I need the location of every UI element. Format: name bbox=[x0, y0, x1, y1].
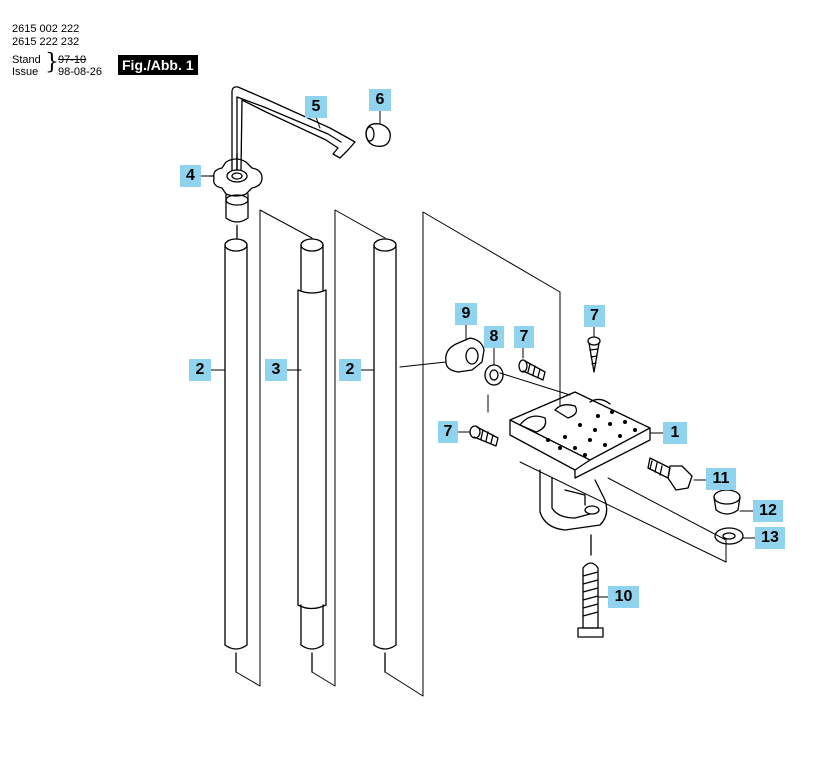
assembly-reference-lines bbox=[235, 209, 727, 697]
callout-part-3: 3 bbox=[265, 359, 287, 381]
tube-part-2-left bbox=[224, 238, 248, 673]
callout-part-12: 12 bbox=[753, 500, 783, 522]
callout-part-7-b: 7 bbox=[584, 305, 605, 327]
screw-part-7-c bbox=[469, 425, 499, 447]
callout-part-5: 5 bbox=[305, 96, 327, 118]
callout-part-8: 8 bbox=[484, 326, 504, 348]
old-date: 97-10 bbox=[58, 54, 87, 66]
callout-leaders bbox=[200, 109, 756, 598]
callout-part-4: 4 bbox=[180, 165, 201, 187]
part-number-2: 2615 222 232 bbox=[12, 36, 80, 48]
callout-part-9: 9 bbox=[455, 303, 477, 325]
star-knob-part-4 bbox=[209, 153, 263, 239]
figure-label: Fig./Abb. 1 bbox=[118, 55, 198, 75]
stand-label: Stand bbox=[12, 54, 41, 66]
callout-part-1: 1 bbox=[663, 422, 687, 444]
callout-part-11: 11 bbox=[706, 468, 736, 490]
callout-part-2-left: 2 bbox=[189, 359, 211, 381]
bolt-part-10 bbox=[577, 534, 604, 638]
callout-part-13: 13 bbox=[755, 527, 785, 549]
callout-part-7-a: 7 bbox=[514, 326, 534, 348]
brace-icon: } bbox=[45, 50, 59, 75]
screw-part-7-a bbox=[518, 359, 546, 381]
cap-part-12 bbox=[713, 489, 741, 515]
hex-bolt-part-11 bbox=[647, 457, 693, 491]
tube-part-3-middle bbox=[297, 238, 327, 673]
washer-part-13 bbox=[714, 527, 744, 545]
washer-part-8 bbox=[484, 364, 504, 386]
callout-part-7-c: 7 bbox=[438, 421, 458, 443]
issue-label: Issue bbox=[12, 66, 39, 78]
wing-knob-part-9 bbox=[445, 337, 485, 373]
part-number-1: 2615 002 222 bbox=[12, 23, 80, 35]
callout-part-6: 6 bbox=[369, 89, 391, 111]
tube-part-2-right bbox=[373, 238, 397, 673]
wire-arm-part-5 bbox=[231, 86, 356, 171]
cap-part-6 bbox=[365, 123, 391, 147]
screw-part-7-b bbox=[587, 336, 601, 373]
issue-date: 98-08-26 bbox=[58, 66, 103, 78]
callout-part-10: 10 bbox=[608, 586, 639, 608]
base-plate-part-1 bbox=[509, 391, 651, 531]
callout-part-2-right: 2 bbox=[339, 359, 361, 381]
